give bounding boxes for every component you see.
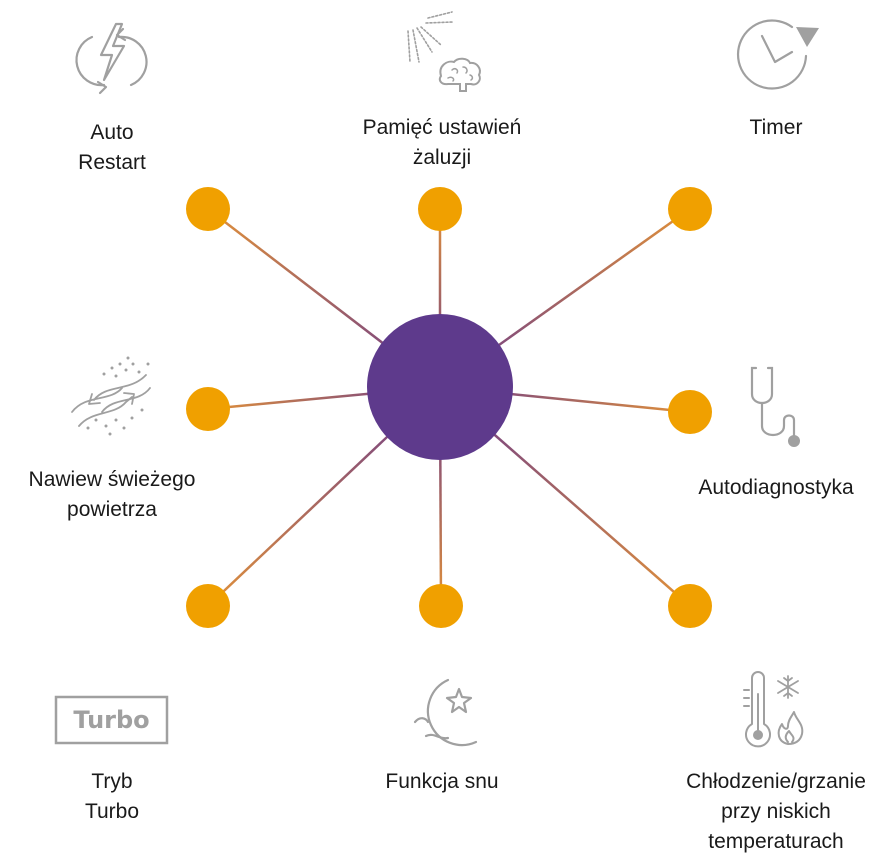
label-line: Pamięć ustawień	[362, 116, 522, 139]
label-line: przy niskich	[721, 800, 831, 823]
node-louver-memory	[418, 187, 462, 231]
label-auto-restart: Auto Restart	[78, 118, 146, 178]
clock-icon	[736, 19, 819, 90]
moon-star-icon	[413, 678, 478, 747]
label-line: Turbo	[84, 800, 140, 823]
label-line: Chłodzenie/grzanie	[686, 770, 866, 793]
stethoscope-icon	[750, 366, 800, 447]
turbo-badge-text: Turbo	[73, 706, 149, 734]
label-line: Timer	[749, 116, 803, 139]
power-restart-icon	[75, 22, 148, 95]
label-line: Tryb	[91, 770, 133, 793]
label-louver-memory: Pamięć ustawień żaluzji	[363, 113, 522, 173]
label-line: powietrza	[67, 498, 157, 521]
node-timer	[668, 187, 712, 231]
label-turbo: Tryb Turbo	[85, 767, 139, 827]
node-low-temp	[668, 584, 712, 628]
label-fresh-air: Nawiew świeżego powietrza	[29, 465, 196, 525]
node-auto-restart	[186, 187, 230, 231]
turbo-badge-icon: Turbo	[54, 695, 169, 745]
label-line: Nawiew świeżego	[28, 468, 196, 491]
node-turbo	[186, 584, 230, 628]
label-line: Auto	[90, 121, 134, 144]
label-line: żaluzji	[412, 146, 472, 169]
label-sleep: Funkcja snu	[385, 767, 498, 797]
label-low-temp: Chłodzenie/grzanie przy niskich temperat…	[686, 767, 866, 857]
node-sleep	[419, 584, 463, 628]
node-fresh-air	[186, 387, 230, 431]
label-line: temperaturach	[708, 830, 844, 853]
label-line: Funkcja snu	[385, 770, 499, 793]
hub-circle	[367, 314, 513, 460]
node-self-diagnosis	[668, 390, 712, 434]
thermometer-snow-flame-icon	[743, 671, 804, 748]
brain-louver-icon	[407, 11, 481, 92]
label-self-diagnosis: Autodiagnostyka	[698, 473, 853, 503]
label-line: Restart	[78, 151, 146, 174]
fresh-air-arrows-icon	[71, 356, 151, 436]
label-timer: Timer	[750, 113, 803, 143]
label-line: Autodiagnostyka	[698, 476, 854, 499]
